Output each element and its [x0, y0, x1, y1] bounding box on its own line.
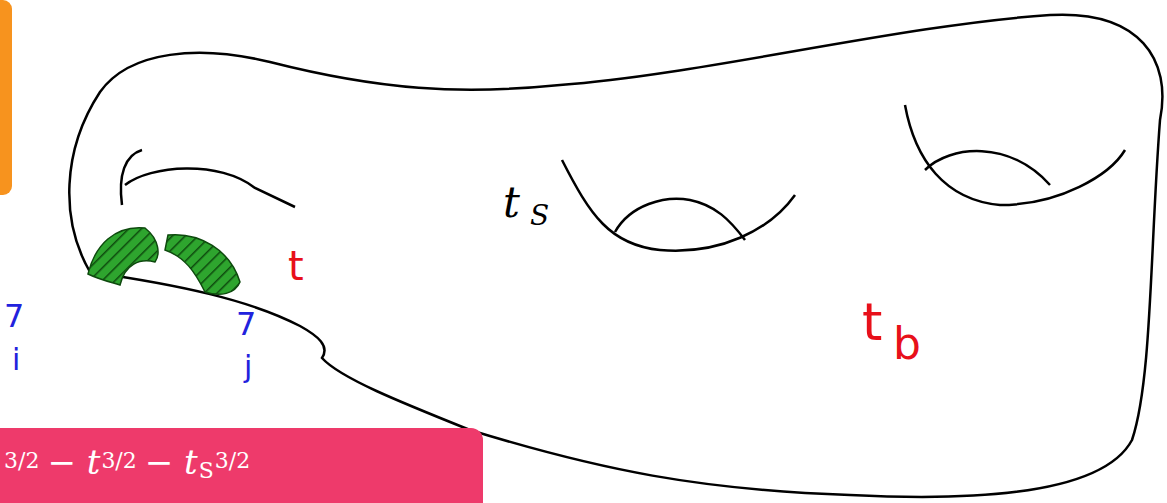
brane-index: j	[244, 352, 252, 382]
brane-number: 7	[4, 300, 24, 332]
formula-term: 3/2	[215, 448, 250, 473]
formula-term: 3/2	[101, 448, 136, 473]
brane-index: i	[12, 345, 20, 375]
brane-number: 7	[236, 308, 256, 340]
formula-term: − t	[145, 442, 198, 482]
volume-modulus: t	[288, 246, 304, 286]
formula-term: − t	[47, 442, 100, 482]
surface-outline	[69, 15, 1162, 497]
modulus-subscript: b	[893, 322, 921, 366]
orange-tab	[0, 0, 12, 195]
formula-term: 3/2	[4, 448, 39, 473]
volume-modulus: t	[503, 182, 520, 224]
handle-holes	[121, 105, 1125, 251]
brane-stack	[88, 228, 240, 295]
formula-term: S	[199, 458, 214, 483]
modulus-subscript: S	[530, 202, 549, 230]
formula-box: 3/2− t3/2− tS3/2	[0, 428, 483, 503]
volume-modulus: t	[862, 296, 882, 348]
